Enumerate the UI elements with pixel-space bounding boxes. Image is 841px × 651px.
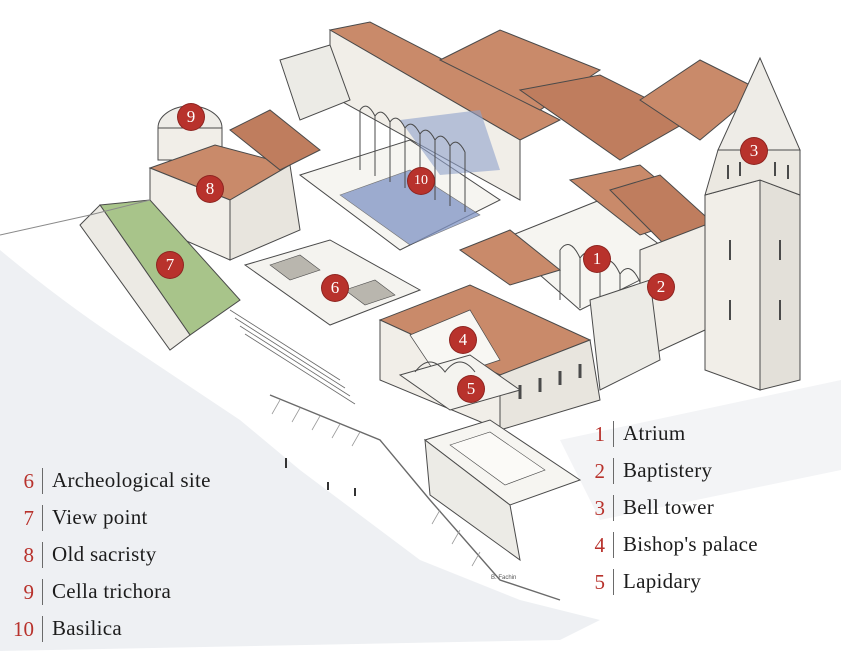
legend-number: 1: [571, 420, 614, 447]
ground-shadow: [0, 250, 600, 651]
marker-7-view-point[interactable]: 7: [157, 252, 183, 278]
legend-label: Atrium: [623, 421, 686, 445]
bishops-palace-side: [499, 339, 601, 431]
marker-9-cella-trichora[interactable]: 9: [178, 104, 204, 130]
legend-number: 6: [0, 467, 43, 494]
legend-label: View point: [52, 505, 148, 529]
legend-number: 8: [0, 541, 43, 568]
legend-number: 3: [571, 494, 614, 521]
archeological-grid-1: [269, 254, 321, 281]
lapidary-arches: [414, 361, 476, 373]
legend-label: Lapidary: [623, 569, 702, 593]
arcade-columns: [359, 105, 466, 212]
mosaic-floor: [339, 169, 481, 246]
legend-item-view-point: 7 View point: [0, 499, 211, 536]
marker-8-old-sacristy[interactable]: 8: [197, 176, 223, 202]
artist-signature: B. Fachin: [491, 575, 517, 581]
marker-2-baptistery[interactable]: 2: [648, 274, 674, 300]
marker-1-atrium[interactable]: 1: [584, 246, 610, 272]
lower-enclosure-inner: [449, 431, 546, 486]
legend-item-lapidary: 5 Lapidary: [571, 563, 758, 600]
wall-hatching: [271, 399, 481, 567]
legend-number: 7: [0, 504, 43, 531]
legend-item-cella-trichora: 9 Cella trichora: [0, 573, 211, 610]
legend-number: 10: [0, 615, 43, 642]
legend-number: 9: [0, 578, 43, 605]
legend-label: Cella trichora: [52, 579, 172, 603]
city-wall-2: [0, 199, 151, 236]
legend-number: 4: [571, 531, 614, 558]
legend-right: 1 Atrium 2 Baptistery 3 Bell tower 4 Bis…: [571, 415, 758, 600]
legend-item-bell-tower: 3 Bell tower: [571, 489, 758, 526]
view-point-wall: [79, 204, 191, 351]
legend-left: 6 Archeological site 7 View point 8 Old …: [0, 462, 211, 647]
marker-10-basilica[interactable]: 10: [408, 168, 434, 194]
legend-item-old-sacristy: 8 Old sacristy: [0, 536, 211, 573]
west-roof: [229, 109, 321, 171]
legend-label: Basilica: [52, 616, 123, 640]
legend-label: Bishop's palace: [623, 532, 758, 556]
bell-tower-front: [704, 179, 761, 391]
bell-tower-side: [759, 179, 801, 391]
legend-label: Archeological site: [52, 468, 211, 492]
marker-5-lapidary[interactable]: 5: [458, 376, 484, 402]
bell-tower-belfry: [704, 149, 801, 196]
legend-label: Baptistery: [623, 458, 713, 482]
legend-label: Old sacristy: [52, 542, 157, 566]
archeological-grid-2: [344, 279, 396, 306]
legend-item-basilica: 10 Basilica: [0, 610, 211, 647]
sacristy-side: [229, 164, 301, 261]
lower-enclosure-wall: [424, 438, 521, 562]
marker-6-archeological-site[interactable]: 6: [322, 275, 348, 301]
east-building: [589, 279, 661, 391]
apse-structure: [279, 44, 351, 121]
marker-3-bell-tower[interactable]: 3: [741, 138, 767, 164]
legend-item-archeological-site: 6 Archeological site: [0, 462, 211, 499]
legend-item-bishops-palace: 4 Bishop's palace: [571, 526, 758, 563]
legend-number: 2: [571, 457, 614, 484]
ground-shadow-right: [560, 380, 841, 520]
atrium-roof: [458, 229, 562, 286]
mosaic-floor-2: [400, 110, 500, 175]
marker-4-bishops-palace[interactable]: 4: [450, 327, 476, 353]
legend-label: Bell tower: [623, 495, 715, 519]
bell-tower-openings: [727, 162, 789, 320]
legend-number: 5: [571, 568, 614, 595]
legend-item-atrium: 1 Atrium: [571, 415, 758, 452]
city-wall: [269, 394, 561, 601]
legend-item-baptistery: 2 Baptistery: [571, 452, 758, 489]
palace-windows: [518, 364, 582, 399]
stairs: [229, 309, 356, 405]
